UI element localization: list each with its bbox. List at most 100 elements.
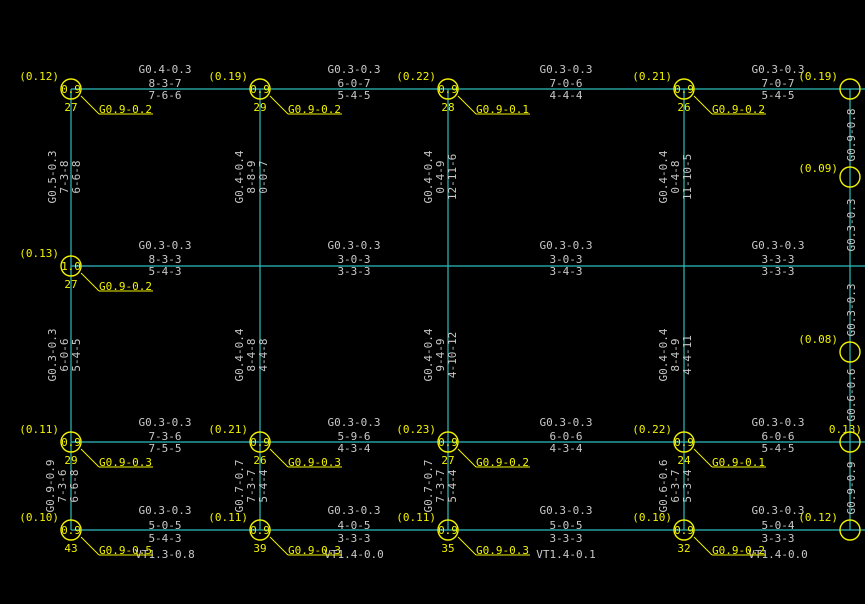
hbeam-line2: 3-0-3 bbox=[549, 253, 582, 266]
column-node: 0.9 (0.22) 24 G0.9-0.1 bbox=[632, 423, 766, 469]
node-circle bbox=[60, 255, 82, 277]
vbeam-line3: 12-11-6 bbox=[446, 154, 459, 200]
node-leader bbox=[693, 536, 713, 556]
node-tag: G0.9-0.1 bbox=[476, 103, 529, 116]
hbeam-line2: 7-0-7 bbox=[761, 77, 794, 90]
node-ratio: (0.13) bbox=[19, 247, 59, 260]
vbeam-line3: 5-3-4 bbox=[681, 469, 694, 502]
hbeam-line1: G0.3-0.3 bbox=[752, 63, 805, 76]
hbeam-line1: G0.3-0.3 bbox=[540, 504, 593, 517]
vbeam-line3: 4-4-11 bbox=[681, 335, 694, 375]
hbeam-line2: 3-3-3 bbox=[761, 253, 794, 266]
node-tag: G0.9-0.2 bbox=[476, 456, 529, 469]
beam-lines bbox=[70, 88, 865, 531]
node-number: 29 bbox=[253, 101, 266, 114]
node-value: 0.9 bbox=[674, 436, 694, 449]
vbeam-line1: G0.7-0.7 bbox=[233, 460, 246, 513]
vbeam-label: G0.9-0.9 7-3-6 6-6-8 bbox=[44, 460, 81, 513]
node-number: 27 bbox=[64, 101, 77, 114]
node-value: 0.9 bbox=[61, 436, 81, 449]
column-node: 0.13) bbox=[829, 423, 862, 453]
hbeam-line3: 3-4-3 bbox=[549, 265, 582, 278]
hbeam-label: G0.3-0.3 3-3-3 3-3-3 bbox=[752, 239, 805, 278]
node-circle bbox=[839, 78, 861, 100]
vbeam-line3: 4-4-8 bbox=[257, 338, 270, 371]
node-circle bbox=[60, 519, 82, 541]
vbeam-line3: 6-6-8 bbox=[68, 469, 81, 502]
vbeam-label: G0.4-0.4 0-4-8 11-10-5 bbox=[657, 150, 694, 203]
vbeam-line1: G0.9-0.9 bbox=[44, 460, 57, 513]
node-ratio: (0.23) bbox=[396, 423, 436, 436]
vbeam-line3: 5-4-4 bbox=[446, 469, 459, 502]
hbeam-line2: 4-0-5 bbox=[337, 519, 370, 532]
vbeam-line3: 5-4-4 bbox=[257, 469, 270, 502]
node-circle bbox=[60, 431, 82, 453]
vbeam-line1: G0.7-0.7 bbox=[422, 460, 435, 513]
vbeam-line2: 7-3-7 bbox=[245, 469, 258, 502]
node-circle bbox=[673, 431, 695, 453]
hbeam-line2: 3-0-3 bbox=[337, 253, 370, 266]
node-value: 0.9 bbox=[250, 83, 270, 96]
node-leader bbox=[80, 448, 100, 468]
node-circle bbox=[60, 78, 82, 100]
node-value: 0.9 bbox=[61, 524, 81, 537]
node-tag: G0.9-0.2 bbox=[288, 103, 341, 116]
node-ratio: (0.12) bbox=[19, 70, 59, 83]
node-ratio: (0.12) bbox=[798, 511, 838, 524]
node-tag: G0.9-0.3 bbox=[476, 544, 529, 557]
node-number: 35 bbox=[441, 542, 454, 555]
node-number: 32 bbox=[677, 542, 690, 555]
hbeam-line1: G0.3-0.3 bbox=[540, 416, 593, 429]
node-number: 26 bbox=[677, 101, 690, 114]
column-node: 0.9 (0.21) 26 G0.9-0.3 bbox=[208, 423, 342, 469]
hbeam-line2: 6-0-6 bbox=[549, 430, 582, 443]
node-circle bbox=[673, 78, 695, 100]
node-leader bbox=[80, 95, 100, 115]
edge-label: G0.9-0.9 bbox=[845, 462, 858, 515]
node-circle bbox=[249, 78, 271, 100]
column-node: 0.9 (0.11) 29 G0.9-0.3 bbox=[19, 423, 153, 469]
node-value: 0.9 bbox=[674, 83, 694, 96]
node-value: 0.9 bbox=[438, 436, 458, 449]
hbeam-line3: 4-3-4 bbox=[337, 442, 370, 455]
vbeam-label: G0.5-0.3 7-3-8 6-6-8 bbox=[46, 151, 83, 204]
hbeam-line1: G0.3-0.3 bbox=[328, 239, 381, 252]
vbeam-line1: G0.4-0.4 bbox=[233, 328, 246, 381]
node-tag: G0.9-0.3 bbox=[288, 544, 341, 557]
node-tag: G0.9-0.2 bbox=[712, 103, 765, 116]
hbeam-line1: G0.3-0.3 bbox=[752, 504, 805, 517]
node-leader bbox=[269, 95, 289, 115]
node-number: 24 bbox=[677, 454, 691, 467]
hbeam-line2: 7-3-6 bbox=[148, 430, 181, 443]
hbeam-line1: G0.3-0.3 bbox=[328, 416, 381, 429]
node-circle bbox=[673, 519, 695, 541]
node-tag: G0.9-0.3 bbox=[99, 456, 152, 469]
hbeam-line1: G0.3-0.3 bbox=[139, 416, 192, 429]
hbeam-line1: G0.4-0.3 bbox=[139, 63, 192, 76]
hbeam-label: G0.3-0.3 5-9-6 4-3-4 bbox=[328, 416, 381, 455]
edge-label: G0.6-0.6 bbox=[845, 369, 858, 422]
node-leader bbox=[80, 272, 100, 292]
hbeam-line4: VT1.3-0.8 bbox=[135, 548, 195, 561]
node-ratio: (0.10) bbox=[632, 511, 672, 524]
column-node: (0.19) bbox=[798, 70, 861, 100]
node-ratio: 0.13) bbox=[829, 423, 862, 436]
edge-label: G0.9-0.8 bbox=[845, 109, 858, 162]
node-circle bbox=[437, 519, 459, 541]
node-circle bbox=[839, 166, 861, 188]
vbeam-line1: G0.4-0.4 bbox=[422, 150, 435, 203]
vbeam-line2: 7-3-6 bbox=[56, 469, 69, 502]
node-circle bbox=[839, 341, 861, 363]
edge-labels: G0.9-0.8 G0.3-0.3 G0.3-0.3 G0.6-0.6 G0.9… bbox=[845, 109, 858, 515]
hbeam-label: G0.3-0.3 6-0-7 5-4-5 bbox=[328, 63, 381, 102]
vbeam-line2: 8-8-9 bbox=[245, 160, 258, 193]
node-leader bbox=[693, 448, 713, 468]
hbeam-line3: 3-3-3 bbox=[761, 532, 794, 545]
node-number: 39 bbox=[253, 542, 266, 555]
node-ratio: (0.10) bbox=[19, 511, 59, 524]
node-ratio: (0.19) bbox=[208, 70, 248, 83]
vbeam-label: G0.4-0.4 8-4-9 4-4-11 bbox=[657, 328, 694, 381]
node-ratio: (0.11) bbox=[396, 511, 436, 524]
vbeam-line3: 4-10-12 bbox=[446, 332, 459, 378]
